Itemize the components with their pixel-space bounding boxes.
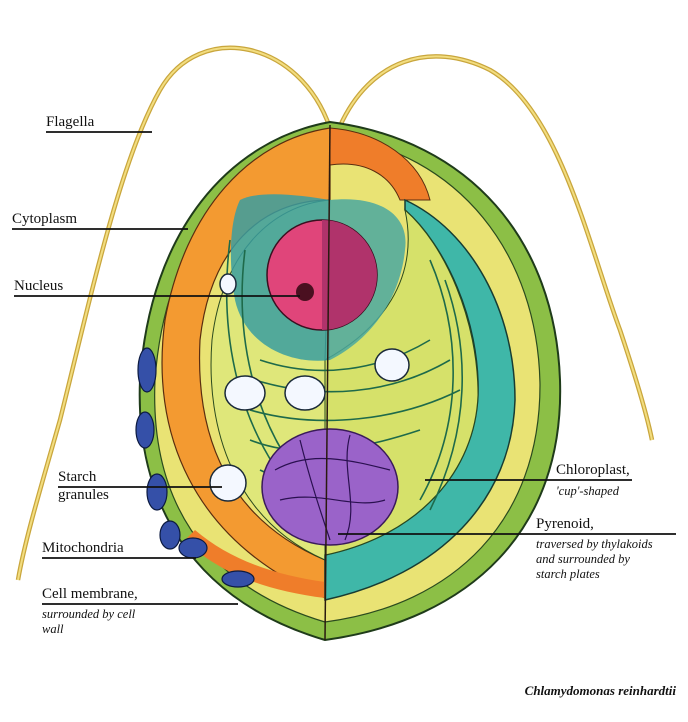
leader-lines [12, 131, 676, 605]
mitochondria-group [135, 347, 255, 588]
nucleolus [296, 283, 314, 301]
label-chloroplast: Chloroplast, [556, 462, 630, 478]
starch-granules [209, 273, 410, 502]
label-cell-membrane-sub2: wall [42, 622, 64, 636]
figure-caption: Chlamydomonas reinhardtii [524, 683, 676, 698]
label-cell-membrane: Cell membrane, [42, 586, 138, 602]
label-nucleus: Nucleus [14, 278, 64, 294]
label-pyrenoid-sub2: and surrounded by [536, 552, 630, 566]
label-chloroplast-sub: 'cup'-shaped [556, 484, 619, 498]
label-starch-2: granules [58, 487, 109, 503]
label-flagella: Flagella [46, 114, 95, 130]
label-pyrenoid-sub1: traversed by thylakoids [536, 537, 653, 551]
label-cell-membrane-sub1: surrounded by cell [42, 607, 136, 621]
label-pyrenoid: Pyrenoid, [536, 516, 594, 532]
label-starch-1: Starch [58, 469, 97, 485]
label-mitochondria: Mitochondria [42, 540, 124, 556]
label-cytoplasm: Cytoplasm [12, 211, 78, 227]
pyrenoid [261, 428, 399, 546]
label-pyrenoid-sub3: starch plates [536, 567, 600, 581]
